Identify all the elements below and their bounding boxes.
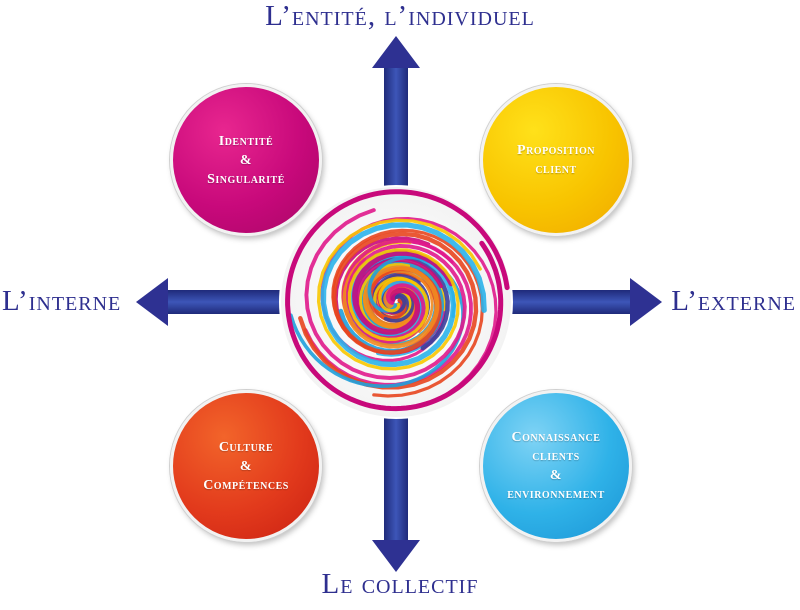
- axis-label-bottom: Le collectif: [321, 568, 479, 600]
- spiral-stroke: [298, 231, 479, 390]
- spiral-stroke: [316, 218, 482, 371]
- axis-label-right: L’externe: [671, 285, 796, 317]
- arrow-right-icon: [630, 278, 662, 326]
- circle-identite-singularite: Identité & Singularité: [170, 84, 322, 236]
- circle-culture-label: Culture & Compétences: [203, 439, 289, 493]
- circle-connaissance-environnement: Connaissance clients & environnement: [480, 390, 632, 542]
- circle-proposition-client: Proposition client: [480, 84, 632, 236]
- circle-culture-competences: Culture & Compétences: [170, 390, 322, 542]
- circle-proposition-label: Proposition client: [517, 143, 595, 177]
- spiral-stroke: [352, 250, 455, 335]
- arrow-up-icon: [372, 36, 420, 68]
- arrow-left-icon: [136, 278, 168, 326]
- circle-connaissance-label: Connaissance clients & environnement: [507, 430, 605, 502]
- spiral-emblem: [279, 185, 513, 419]
- axis-label-top: L’entité, l’individuel: [265, 0, 535, 32]
- spiral-outer-ring: [285, 189, 510, 412]
- axis-label-left: L’interne: [2, 285, 122, 317]
- spiral-stroke: [304, 208, 467, 380]
- arrow-down-icon: [372, 540, 420, 572]
- circle-identite-label: Identité & Singularité: [207, 133, 285, 187]
